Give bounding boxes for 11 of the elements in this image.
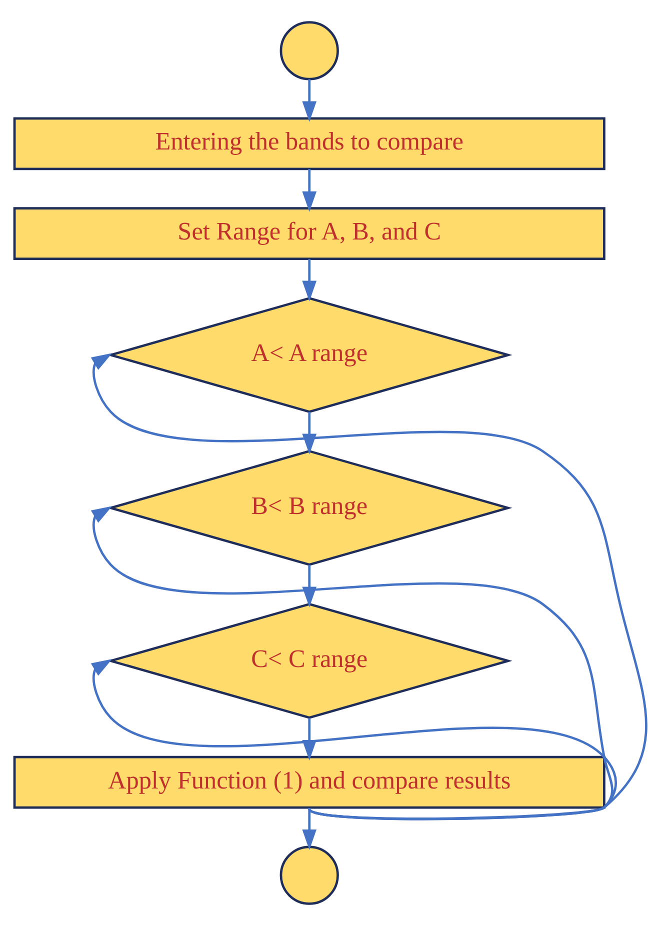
node-circle <box>280 845 339 904</box>
arrow <box>90 658 617 820</box>
arrow <box>302 78 317 122</box>
node-box: Set Range for A, B, and C <box>13 206 606 260</box>
arrow <box>302 168 317 212</box>
node-circle <box>280 20 339 80</box>
node-box: Apply Function (1) and compare results <box>13 755 606 808</box>
arrow <box>302 258 317 301</box>
arrow <box>90 352 648 820</box>
arrow <box>302 807 317 850</box>
node-box: Entering the bands to compare <box>13 116 606 170</box>
